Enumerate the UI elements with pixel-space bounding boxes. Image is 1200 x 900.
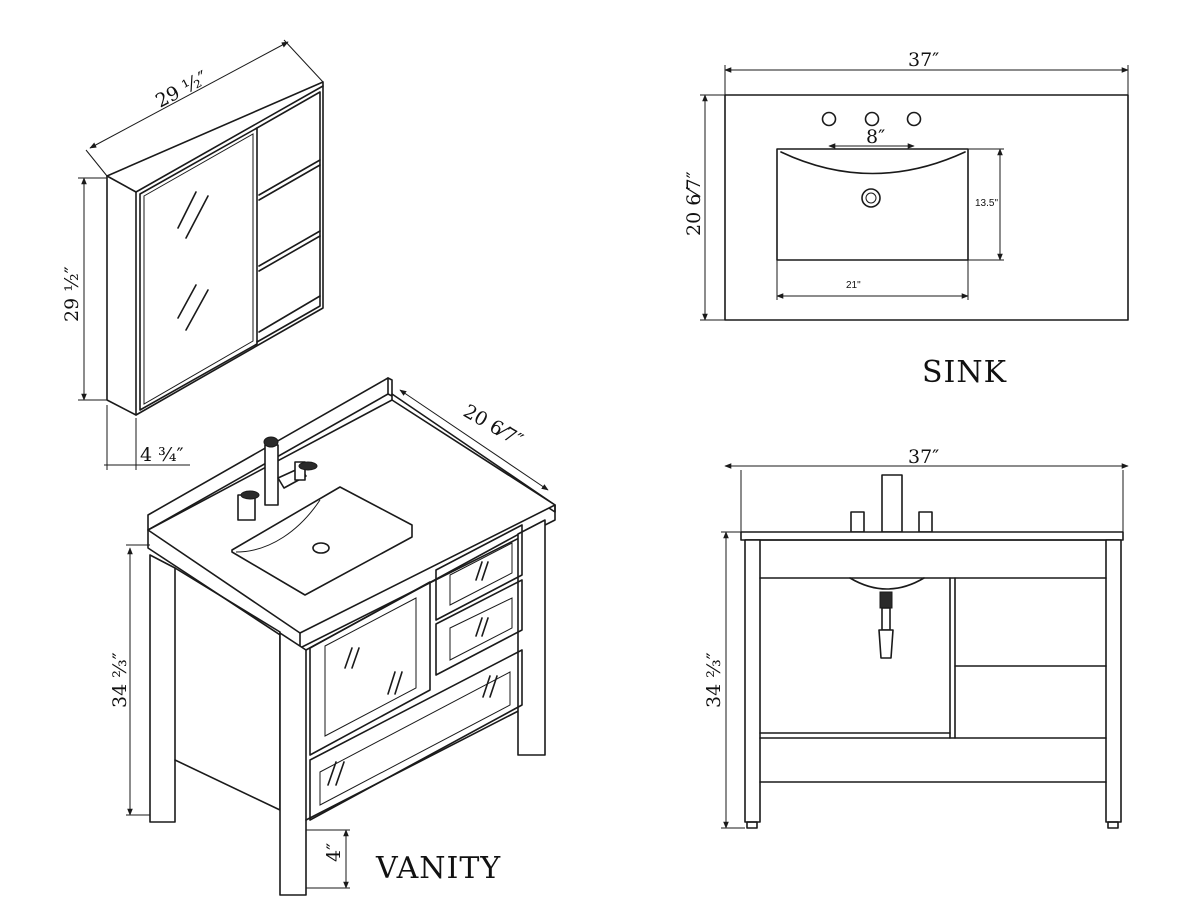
cabinet-height-label: 29 ½″ — [61, 266, 83, 322]
sink-depth-label: 20 6⁄7″ — [683, 171, 705, 236]
sink-title: SINK — [922, 355, 1007, 390]
vanity-title: VANITY — [375, 851, 501, 886]
vanity-depth-label: 20 6⁄7″ — [460, 400, 527, 451]
basin-depth-label: 13.5" — [975, 198, 998, 209]
front-width-label: 37″ — [908, 446, 939, 468]
vanity-front-view: 37″ 34 ⅔″ — [703, 446, 1129, 829]
sink-top-view: 8″ 13.5" 21" 37″ 20 6⁄7″ SINK — [683, 49, 1129, 390]
cabinet-width-label: 29 ½″ — [152, 67, 212, 113]
vanity-height-label: 34 ⅔″ — [109, 652, 131, 708]
cabinet-depth-label: 4 ¾″ — [140, 444, 184, 466]
faucet-spacing-label: 8″ — [866, 126, 885, 148]
sink-width-label: 37″ — [908, 49, 939, 71]
medicine-cabinet: 29 ½″ 29 ½″ 4 ¾″ — [61, 39, 324, 470]
vanity-leg-label: 4″ — [323, 843, 345, 862]
front-height-label: 34 ⅔″ — [703, 652, 725, 708]
basin-width-label: 21" — [846, 280, 861, 291]
